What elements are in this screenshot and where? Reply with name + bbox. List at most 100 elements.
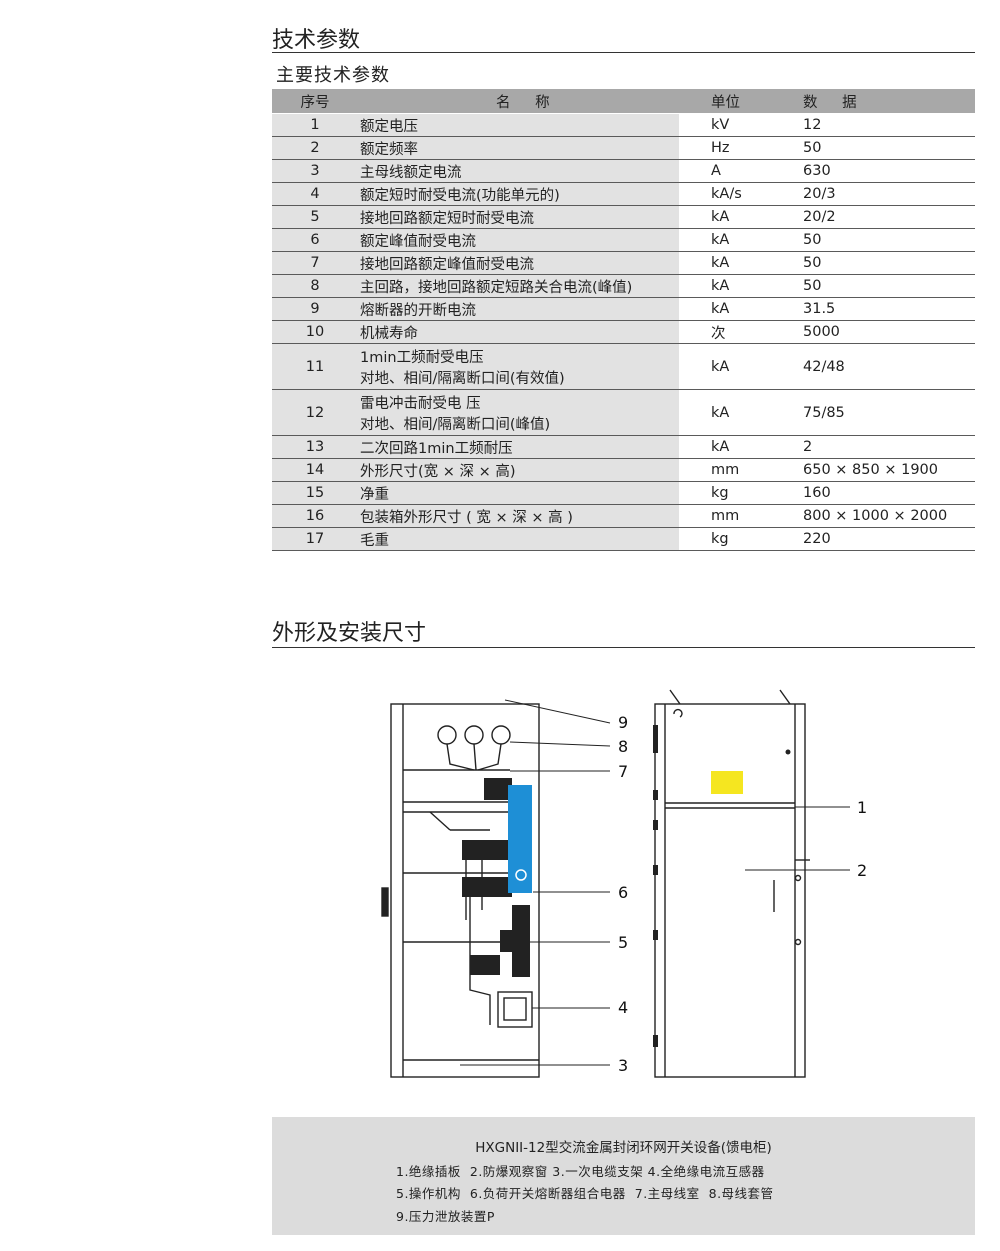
row-unit: 次 bbox=[679, 320, 801, 344]
bushing-circle bbox=[437, 725, 457, 745]
row-value: 2 bbox=[801, 435, 975, 459]
row-name: 额定电压 bbox=[358, 113, 679, 137]
row-unit: A bbox=[679, 159, 801, 183]
row-no: 8 bbox=[272, 274, 358, 298]
side-cabinet-outline bbox=[654, 703, 806, 1078]
row-name: 接地回路额定短时耐受电流 bbox=[358, 205, 679, 229]
nameplate bbox=[711, 771, 743, 794]
label-6: 6 bbox=[618, 883, 628, 902]
caption-line-2: 5.操作机构 6.负荷开关熔断器组合电器 7.主母线室 8.母线套管 bbox=[396, 1186, 774, 1201]
label-4: 4 bbox=[618, 998, 628, 1017]
row-no: 15 bbox=[272, 481, 358, 505]
row-no: 13 bbox=[272, 435, 358, 459]
row-unit: kA bbox=[679, 389, 801, 436]
row-unit: mm bbox=[679, 504, 801, 528]
row-name: 额定短时耐受电流(功能单元的) bbox=[358, 182, 679, 206]
insulator bbox=[462, 877, 512, 897]
caption-line-1: 1.绝缘插板 2.防爆观察窗 3.一次电缆支架 4.全绝缘电流互感器 bbox=[396, 1164, 765, 1179]
section-divider bbox=[272, 52, 975, 53]
caption-box: HXGNII-12型交流金属封闭环网开关设备(馈电柜) 1.绝缘插板 2.防爆观… bbox=[272, 1117, 975, 1235]
row-name: 额定峰值耐受电流 bbox=[358, 228, 679, 252]
label-9: 9 bbox=[618, 713, 628, 732]
row-value: 20/3 bbox=[801, 182, 975, 206]
row-unit: kA bbox=[679, 297, 801, 321]
row-no: 16 bbox=[272, 504, 358, 528]
row-unit: kA/s bbox=[679, 182, 801, 206]
table-title: 主要技术参数 bbox=[276, 65, 390, 86]
header-name: 名 称 bbox=[358, 89, 679, 114]
row-name: 雷电冲击耐受电 压对地、相间/隔离断口间(峰值) bbox=[358, 389, 679, 436]
row-unit: kA bbox=[679, 228, 801, 252]
row-no: 9 bbox=[272, 297, 358, 321]
insulator bbox=[470, 955, 500, 975]
row-name: 机械寿命 bbox=[358, 320, 679, 344]
row-value: 20/2 bbox=[801, 205, 975, 229]
table-header-row: 序号 名 称 单位 数 据 bbox=[272, 89, 975, 114]
section-title-dimensions: 外形及安装尺寸 bbox=[272, 621, 427, 646]
row-no: 4 bbox=[272, 182, 358, 206]
row-unit: kA bbox=[679, 205, 801, 229]
row-value: 50 bbox=[801, 228, 975, 252]
insulator bbox=[484, 778, 512, 800]
row-name-line-1: 雷电冲击耐受电 压 bbox=[360, 395, 481, 412]
blue-panel bbox=[508, 785, 532, 893]
cabinet-drawing: 9 8 7 6 5 4 3 1 2 bbox=[381, 689, 867, 1078]
current-transformer bbox=[497, 991, 533, 1028]
insulator bbox=[462, 840, 512, 860]
label-8: 8 bbox=[618, 737, 628, 756]
row-value: 160 bbox=[801, 481, 975, 505]
row-no: 12 bbox=[272, 389, 358, 436]
caption-line-3: 9.压力泄放装置P bbox=[396, 1209, 495, 1224]
row-value: 75/85 bbox=[801, 389, 975, 436]
row-name: 净重 bbox=[358, 481, 679, 505]
row-name: 二次回路1min工频耐压 bbox=[358, 435, 679, 459]
row-name: 毛重 bbox=[358, 527, 679, 551]
section-divider bbox=[272, 647, 975, 648]
label-2: 2 bbox=[857, 861, 867, 880]
row-unit: kA bbox=[679, 274, 801, 298]
bushing-circle bbox=[464, 725, 484, 745]
row-value: 5000 bbox=[801, 320, 975, 344]
label-5: 5 bbox=[618, 933, 628, 952]
row-value: 650 × 850 × 1900 bbox=[801, 458, 975, 482]
label-1: 1 bbox=[857, 798, 867, 817]
row-unit: mm bbox=[679, 458, 801, 482]
row-value: 50 bbox=[801, 274, 975, 298]
row-value: 800 × 1000 × 2000 bbox=[801, 504, 975, 528]
row-value: 220 bbox=[801, 527, 975, 551]
label-7: 7 bbox=[618, 762, 628, 781]
row-name: 包装箱外形尺寸 ( 宽 × 深 × 高 ) bbox=[358, 504, 679, 528]
row-value: 50 bbox=[801, 251, 975, 275]
row-no: 7 bbox=[272, 251, 358, 275]
row-name: 熔断器的开断电流 bbox=[358, 297, 679, 321]
row-no: 2 bbox=[272, 136, 358, 160]
row-name-line-2: 对地、相间/隔离断口间(有效值) bbox=[360, 370, 565, 387]
row-value: 42/48 bbox=[801, 343, 975, 390]
row-value: 630 bbox=[801, 159, 975, 183]
row-no: 1 bbox=[272, 113, 358, 137]
row-no: 6 bbox=[272, 228, 358, 252]
row-name-line-1: 1min工频耐受电压 bbox=[360, 349, 484, 366]
section-title-tech-params: 技术参数 bbox=[272, 28, 361, 53]
caption-title: HXGNII-12型交流金属封闭环网开关设备(馈电柜) bbox=[475, 1140, 772, 1156]
row-name-line-2: 对地、相间/隔离断口间(峰值) bbox=[360, 416, 551, 433]
row-no: 5 bbox=[272, 205, 358, 229]
row-unit: kA bbox=[679, 251, 801, 275]
row-value: 50 bbox=[801, 136, 975, 160]
row-unit: kA bbox=[679, 343, 801, 390]
row-unit: Hz bbox=[679, 136, 801, 160]
